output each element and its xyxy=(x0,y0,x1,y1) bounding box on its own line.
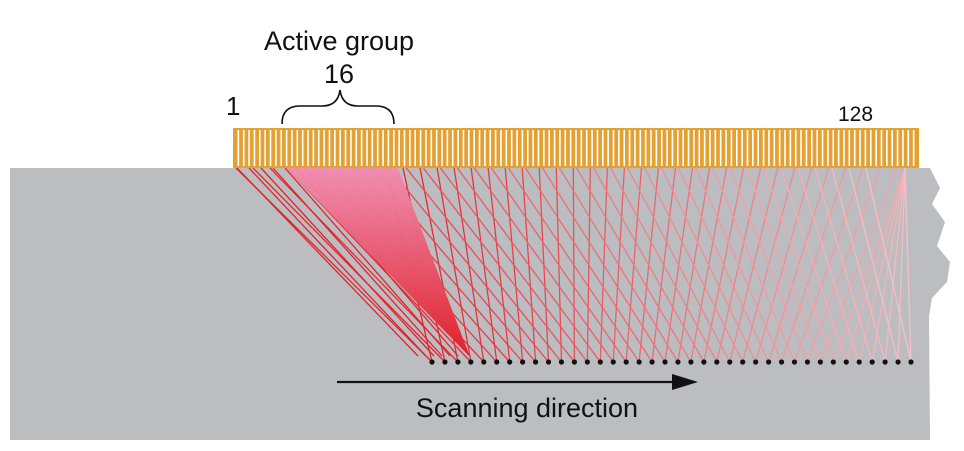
focal-point-dot xyxy=(856,359,862,365)
beam-line xyxy=(507,167,640,363)
beam-line xyxy=(695,167,783,363)
focal-point-dot xyxy=(817,359,823,365)
beam-line xyxy=(541,167,666,363)
focal-point-dot xyxy=(701,359,707,365)
beam-line xyxy=(593,167,705,363)
beam-line xyxy=(439,167,588,363)
focal-point-dot xyxy=(714,359,720,365)
focal-point-dot xyxy=(532,359,539,365)
last-element-label: 128 xyxy=(838,103,873,126)
beam-line xyxy=(763,167,834,363)
beam-line xyxy=(236,167,419,357)
beam-line xyxy=(797,167,860,363)
beam-line xyxy=(260,167,435,357)
focal-point-dot xyxy=(571,359,578,365)
specimen-block xyxy=(10,168,950,440)
beam-line xyxy=(524,167,653,363)
focal-point-dot xyxy=(442,359,448,365)
focal-point-dot xyxy=(584,359,590,365)
beam-line xyxy=(661,167,757,363)
active-group-count: 16 xyxy=(324,59,354,89)
beam-line xyxy=(746,167,821,363)
beam-line xyxy=(272,167,443,357)
focal-point-dot xyxy=(558,359,565,365)
beam-line xyxy=(729,167,809,363)
beam-line xyxy=(248,167,427,357)
beam-line xyxy=(558,167,679,363)
focal-point-dot xyxy=(753,359,759,365)
focal-point-dot xyxy=(843,359,849,365)
focal-point-dot xyxy=(494,359,500,365)
array-elements xyxy=(237,130,915,166)
focal-point-dot xyxy=(481,359,487,365)
beam-line xyxy=(884,167,906,363)
focal-point-dot xyxy=(727,359,733,365)
beam-line xyxy=(422,167,575,363)
focal-point-dot xyxy=(520,359,526,365)
beam-line xyxy=(897,167,906,363)
beam-line xyxy=(610,167,718,363)
scanning-direction-label: Scanning direction xyxy=(416,393,638,423)
beam-line xyxy=(456,167,601,363)
beam-line xyxy=(780,167,847,363)
beam-line xyxy=(575,167,692,363)
beam-line xyxy=(284,167,451,357)
beam-line xyxy=(848,167,899,363)
focal-points xyxy=(429,359,914,365)
focal-point-dot xyxy=(869,359,875,365)
beam-line xyxy=(388,167,550,363)
beam-line xyxy=(252,167,446,363)
beam-line xyxy=(845,167,906,363)
beam-line xyxy=(644,167,744,363)
focal-point-dot xyxy=(882,359,888,365)
beam-line xyxy=(904,167,912,363)
focal-point-dot xyxy=(688,359,694,365)
focal-point-dot xyxy=(662,359,668,365)
focal-point-dot xyxy=(778,359,785,365)
scanning-direction-arrow xyxy=(337,374,698,390)
focal-point-dot xyxy=(740,359,746,365)
beam-line xyxy=(678,167,770,363)
focal-point-dot xyxy=(597,359,603,365)
beam-line xyxy=(858,167,906,363)
focal-point-dot xyxy=(649,359,655,365)
focal-point-dot xyxy=(830,359,836,365)
focal-point-dot xyxy=(895,359,901,365)
focal-point-dot xyxy=(455,359,461,365)
beam-line xyxy=(814,167,873,363)
focal-point-dot xyxy=(908,359,914,365)
beam-line xyxy=(405,167,562,363)
beam-line xyxy=(490,167,627,363)
beam-line xyxy=(627,167,731,363)
beam-line xyxy=(473,167,614,363)
active-group-brace xyxy=(281,89,395,125)
beam-line xyxy=(865,167,912,363)
active-beam-cone xyxy=(286,168,470,357)
transducer-array xyxy=(233,128,919,168)
focal-point-dot xyxy=(545,359,552,365)
beam-line xyxy=(832,167,906,363)
focal-point-dot xyxy=(675,359,681,365)
focal-point-dot xyxy=(804,359,811,365)
first-element-label: 1 xyxy=(226,91,240,121)
focal-point-dot xyxy=(610,359,616,365)
beam-line xyxy=(831,167,886,363)
focal-point-dot xyxy=(468,359,474,365)
focal-point-dot xyxy=(791,359,798,365)
beam-line xyxy=(712,167,796,363)
focal-point-dot xyxy=(507,359,513,365)
focal-point-dot xyxy=(623,359,629,365)
active-group-label: Active group xyxy=(264,26,414,56)
focal-point-dot xyxy=(429,359,435,365)
focal-point-dot xyxy=(636,359,642,365)
focal-point-dot xyxy=(765,359,772,365)
